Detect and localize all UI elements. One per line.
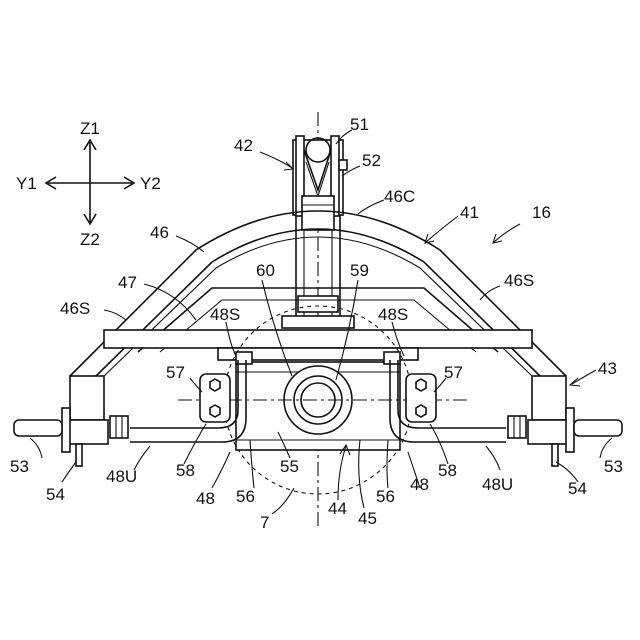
label-48-right: 48 [410,475,429,494]
label-48-left: 48 [196,489,215,508]
label-53-left: 53 [10,457,29,476]
label-48s-right: 48S [378,305,408,324]
label-55: 55 [280,457,299,476]
label-46s-left: 46S [60,299,90,318]
label-56-left: 56 [236,487,255,506]
axis-y1-label: Y1 [16,174,37,193]
label-54-left: 54 [46,485,65,504]
label-54-right: 54 [568,479,587,498]
label-43: 43 [598,359,617,378]
label-7: 7 [260,513,269,532]
label-44: 44 [328,499,347,518]
label-60: 60 [256,261,275,280]
axis-indicator [46,140,134,224]
right-end-block [508,376,622,466]
axis-y2-label: Y2 [140,174,161,193]
top-bracket [293,136,347,230]
label-58-right: 58 [438,461,457,480]
label-51: 51 [350,115,369,134]
label-47: 47 [118,273,137,292]
label-58-left: 58 [176,461,195,480]
label-52: 52 [362,151,381,170]
label-48u-right: 48U [482,475,513,494]
label-48u-left: 48U [106,467,137,486]
label-46: 46 [150,223,169,242]
label-48s-left: 48S [210,305,240,324]
cross-beam [104,330,532,360]
label-57-right: 57 [444,363,463,382]
axis-z2-label: Z2 [80,230,100,249]
label-42: 42 [234,136,253,155]
label-59: 59 [350,261,369,280]
label-16: 16 [532,203,551,222]
label-57-left: 57 [166,363,185,382]
label-56-right: 56 [376,487,395,506]
label-53-right: 53 [604,457,623,476]
label-46c: 46C [384,187,415,206]
label-46s-right: 46S [504,271,534,290]
left-end-block [14,376,128,466]
left-plate [200,374,230,422]
axis-z1-label: Z1 [80,119,100,138]
right-plate [406,374,436,422]
label-41: 41 [460,203,479,222]
label-45: 45 [358,509,377,528]
